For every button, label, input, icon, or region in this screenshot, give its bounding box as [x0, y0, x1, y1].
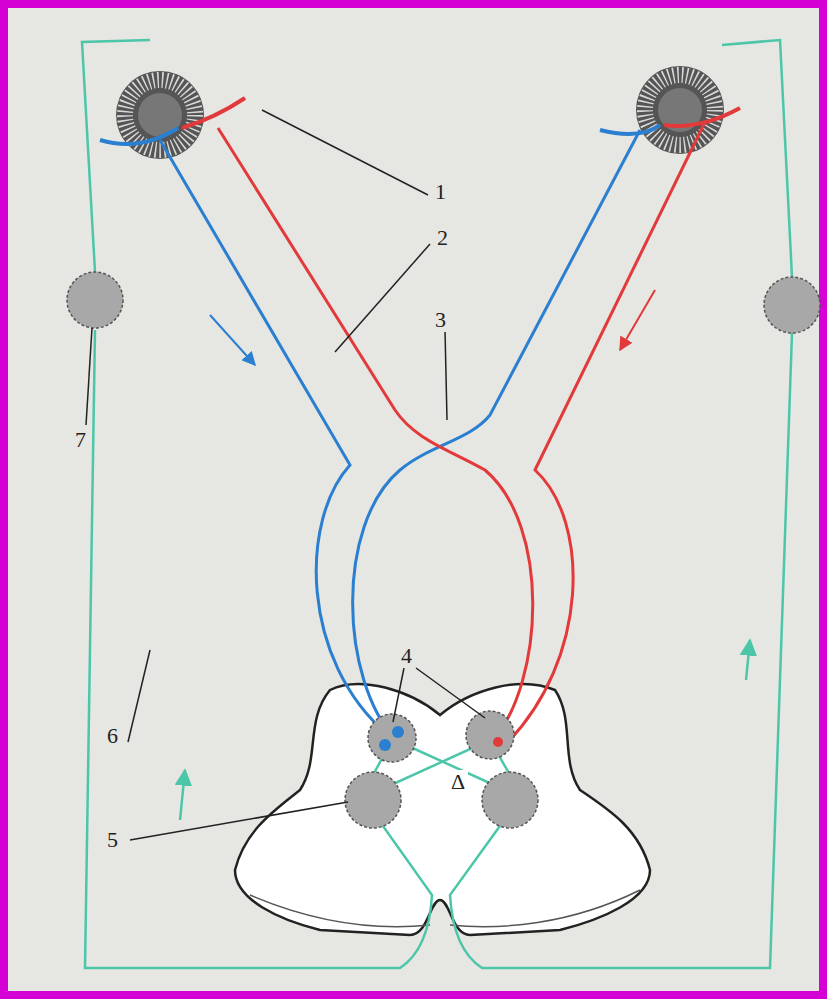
midbrain-section [235, 684, 650, 935]
callout-number: 6 [104, 724, 121, 748]
callout-number: 7 [72, 428, 89, 452]
callout-number: 2 [434, 226, 451, 250]
region-mark: Δ [448, 770, 468, 794]
leader-line [86, 110, 485, 840]
efferent-pathway [82, 40, 792, 968]
callout-number: 3 [432, 308, 449, 332]
callout-number: 4 [398, 644, 415, 668]
callout-number: 1 [432, 180, 449, 204]
callout-number: 5 [104, 828, 121, 852]
nucleus [67, 272, 820, 828]
